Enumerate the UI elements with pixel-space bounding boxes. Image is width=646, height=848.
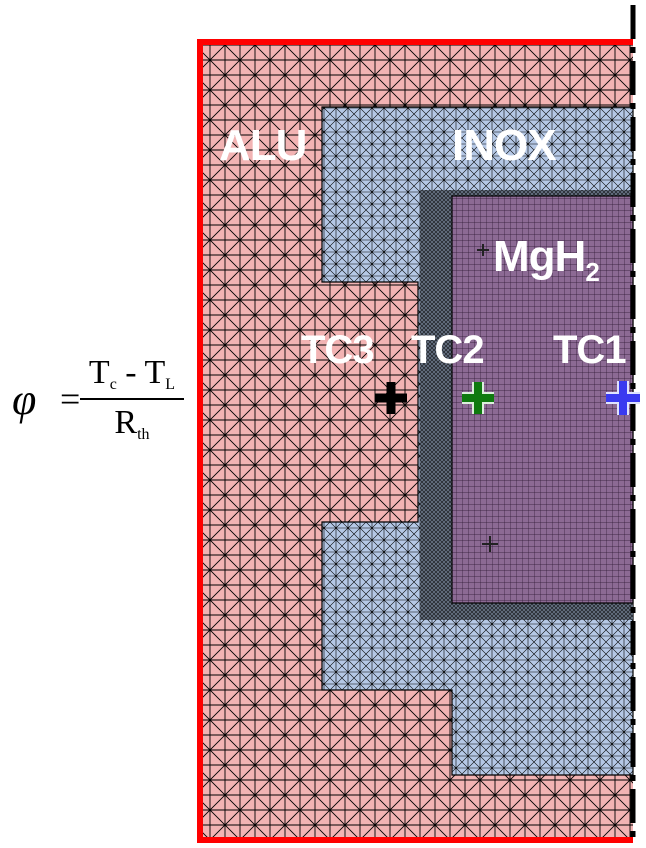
formula-denominator: Rth (80, 404, 184, 444)
tc2-label: TC2 (411, 328, 485, 372)
core-marker-cross (477, 244, 498, 552)
outer-wall (197, 39, 633, 843)
tc2-marker (462, 382, 494, 414)
tc1-label: TC1 (553, 328, 627, 372)
heat-flux-formula: φ = Tc - TL Rth (0, 350, 200, 460)
mgh2-label-main: MgH (493, 232, 586, 281)
den-sub-th: th (137, 426, 150, 443)
num-t: T (88, 354, 110, 391)
den-r: R (114, 404, 138, 441)
tc1-marker (606, 381, 640, 415)
tc3-label: TC3 (301, 328, 375, 372)
mgh2-label: MgH2 (493, 232, 600, 287)
num-minus: - (116, 354, 145, 391)
num-sub-l: L (165, 376, 176, 393)
alu-label: ALU (219, 121, 307, 170)
mgh2-label-subscript: 2 (585, 257, 600, 287)
tc3-marker (375, 382, 407, 414)
num-t2: T (144, 354, 166, 391)
inox-label: INOX (452, 121, 557, 170)
formula-fraction-bar (80, 398, 184, 400)
formula-equals: = (60, 379, 81, 419)
num-sub-c: c (109, 376, 117, 393)
formula-phi: φ (12, 375, 37, 424)
formula-numerator: Tc - TL (80, 354, 184, 394)
